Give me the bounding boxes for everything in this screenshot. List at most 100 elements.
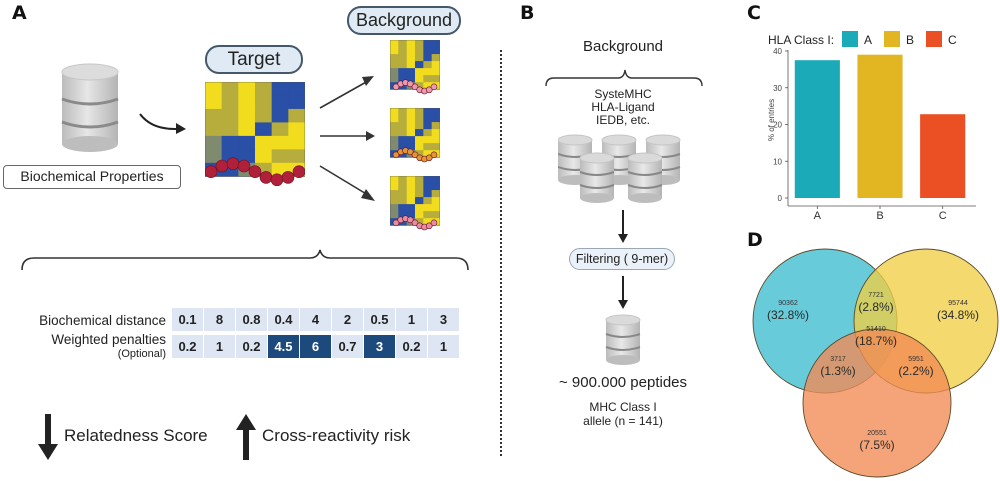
table-cell: 4.5 — [268, 335, 299, 358]
heatmap-cell — [271, 122, 289, 137]
peptide-bead — [259, 171, 273, 184]
heatmap-cell — [423, 47, 433, 55]
brace — [21, 249, 469, 271]
database-icon — [61, 63, 119, 152]
heatmap-cell — [288, 82, 305, 96]
peptides-count-label: ~ 900.000 peptides — [558, 374, 688, 391]
heatmap-cell — [423, 197, 433, 205]
heatmap-cell — [423, 150, 433, 158]
table-cell: 2 — [332, 308, 363, 331]
heatmap-cell — [415, 115, 424, 123]
table-cell: 1 — [428, 335, 459, 358]
heatmap-cell — [423, 61, 433, 69]
heatmap-cell — [255, 82, 273, 96]
table-cell: 6 — [300, 335, 331, 358]
table-cell: 4 — [300, 308, 331, 331]
legend-label: A — [864, 33, 872, 47]
heatmap-cell — [271, 149, 289, 164]
heatmap-cell — [423, 122, 433, 130]
peptide-bead — [292, 165, 305, 178]
source-list: SysteMHC HLA-Ligand IEDB, etc. — [553, 88, 693, 127]
heatmap-cell — [415, 47, 424, 55]
branch-arrows — [319, 76, 375, 201]
heatmap-cell — [415, 183, 424, 191]
heatmap-cell — [415, 150, 424, 158]
peptide-bead — [411, 219, 419, 227]
heatmap-cell — [271, 82, 289, 96]
legend-swatch-b — [884, 31, 900, 47]
peptide-bead — [281, 171, 295, 184]
heatmap-cell — [390, 190, 399, 198]
brace-b — [545, 69, 703, 87]
filtering-label: Filtering ( 9-mer) — [569, 248, 675, 270]
venn-region-count: 5951 — [908, 356, 924, 363]
background-label: Background — [347, 6, 461, 35]
table-cell: 0.5 — [364, 308, 395, 331]
heatmap-cell — [398, 47, 408, 55]
venn-region-percent: (7.5%) — [859, 438, 894, 452]
heatmap-cell — [398, 211, 408, 219]
heatmap-cell — [431, 108, 440, 116]
table-cell: 8 — [204, 308, 235, 331]
table-cell: 0.1 — [172, 308, 203, 331]
heatmap-cell — [221, 108, 239, 123]
y-tick-label: 40 — [773, 47, 782, 56]
x-tick-label: B — [876, 210, 883, 222]
table-cell: 0.4 — [268, 308, 299, 331]
heatmap-cell — [406, 40, 416, 48]
table-cell: 3 — [364, 335, 395, 358]
bar-a — [794, 60, 840, 198]
heatmap-cell — [398, 40, 408, 48]
heatmap-cell — [423, 40, 433, 48]
heatmap-cell — [238, 135, 256, 150]
heatmap-cell — [398, 190, 408, 198]
heatmap-cell — [398, 54, 408, 62]
heatmap-cell — [406, 190, 416, 198]
heatmap-cell — [238, 82, 256, 96]
heatmap-cell — [406, 68, 416, 76]
heatmap-cell — [406, 176, 416, 184]
table-cell: 1 — [396, 308, 427, 331]
heatmap-cell — [255, 122, 273, 137]
background-title: Background — [582, 38, 664, 55]
heatmap-cell — [406, 129, 416, 137]
peptide-bead — [430, 83, 438, 91]
peptide-bead — [411, 83, 419, 91]
heatmap-cell — [255, 108, 273, 123]
heatmap-cell — [221, 122, 239, 137]
heatmap-cell — [406, 197, 416, 205]
heatmap-cell — [390, 54, 399, 62]
venn-circle-c — [802, 328, 952, 478]
heatmap-cell — [398, 75, 408, 83]
biochemical-properties-label: Biochemical Properties — [3, 165, 181, 189]
panel-a-letter: A — [12, 2, 27, 24]
y-tick-label: 0 — [778, 194, 783, 203]
venn-region-percent: (34.8%) — [937, 308, 979, 322]
heatmap-cell — [255, 149, 273, 164]
heatmap-cell — [398, 61, 408, 69]
heatmap-cell — [423, 136, 433, 144]
heatmap-cell — [390, 204, 399, 212]
heatmap-cell — [390, 40, 399, 48]
heatmap-cell — [406, 47, 416, 55]
venn-region-percent: (32.8%) — [767, 308, 809, 322]
heatmap-cell — [238, 108, 256, 123]
heatmap-cell — [288, 108, 305, 123]
bar-b — [857, 54, 903, 198]
table-cell: 0.7 — [332, 335, 363, 358]
panel-c-letter: C — [747, 2, 761, 24]
y-axis-label: % of entries — [767, 99, 776, 141]
heatmap-cell — [431, 54, 440, 62]
peptide-bead — [215, 159, 229, 173]
row-label: Biochemical distance — [39, 312, 166, 328]
venn-region-count: 3717 — [830, 356, 846, 363]
heatmap-cell — [205, 149, 223, 164]
heatmap-cell — [390, 136, 399, 144]
heatmap-cell — [255, 135, 273, 150]
arrow-down-icon — [38, 414, 58, 460]
heatmap-cell — [390, 211, 399, 219]
heatmap-cell — [415, 61, 424, 69]
heatmap-cell — [390, 183, 399, 191]
